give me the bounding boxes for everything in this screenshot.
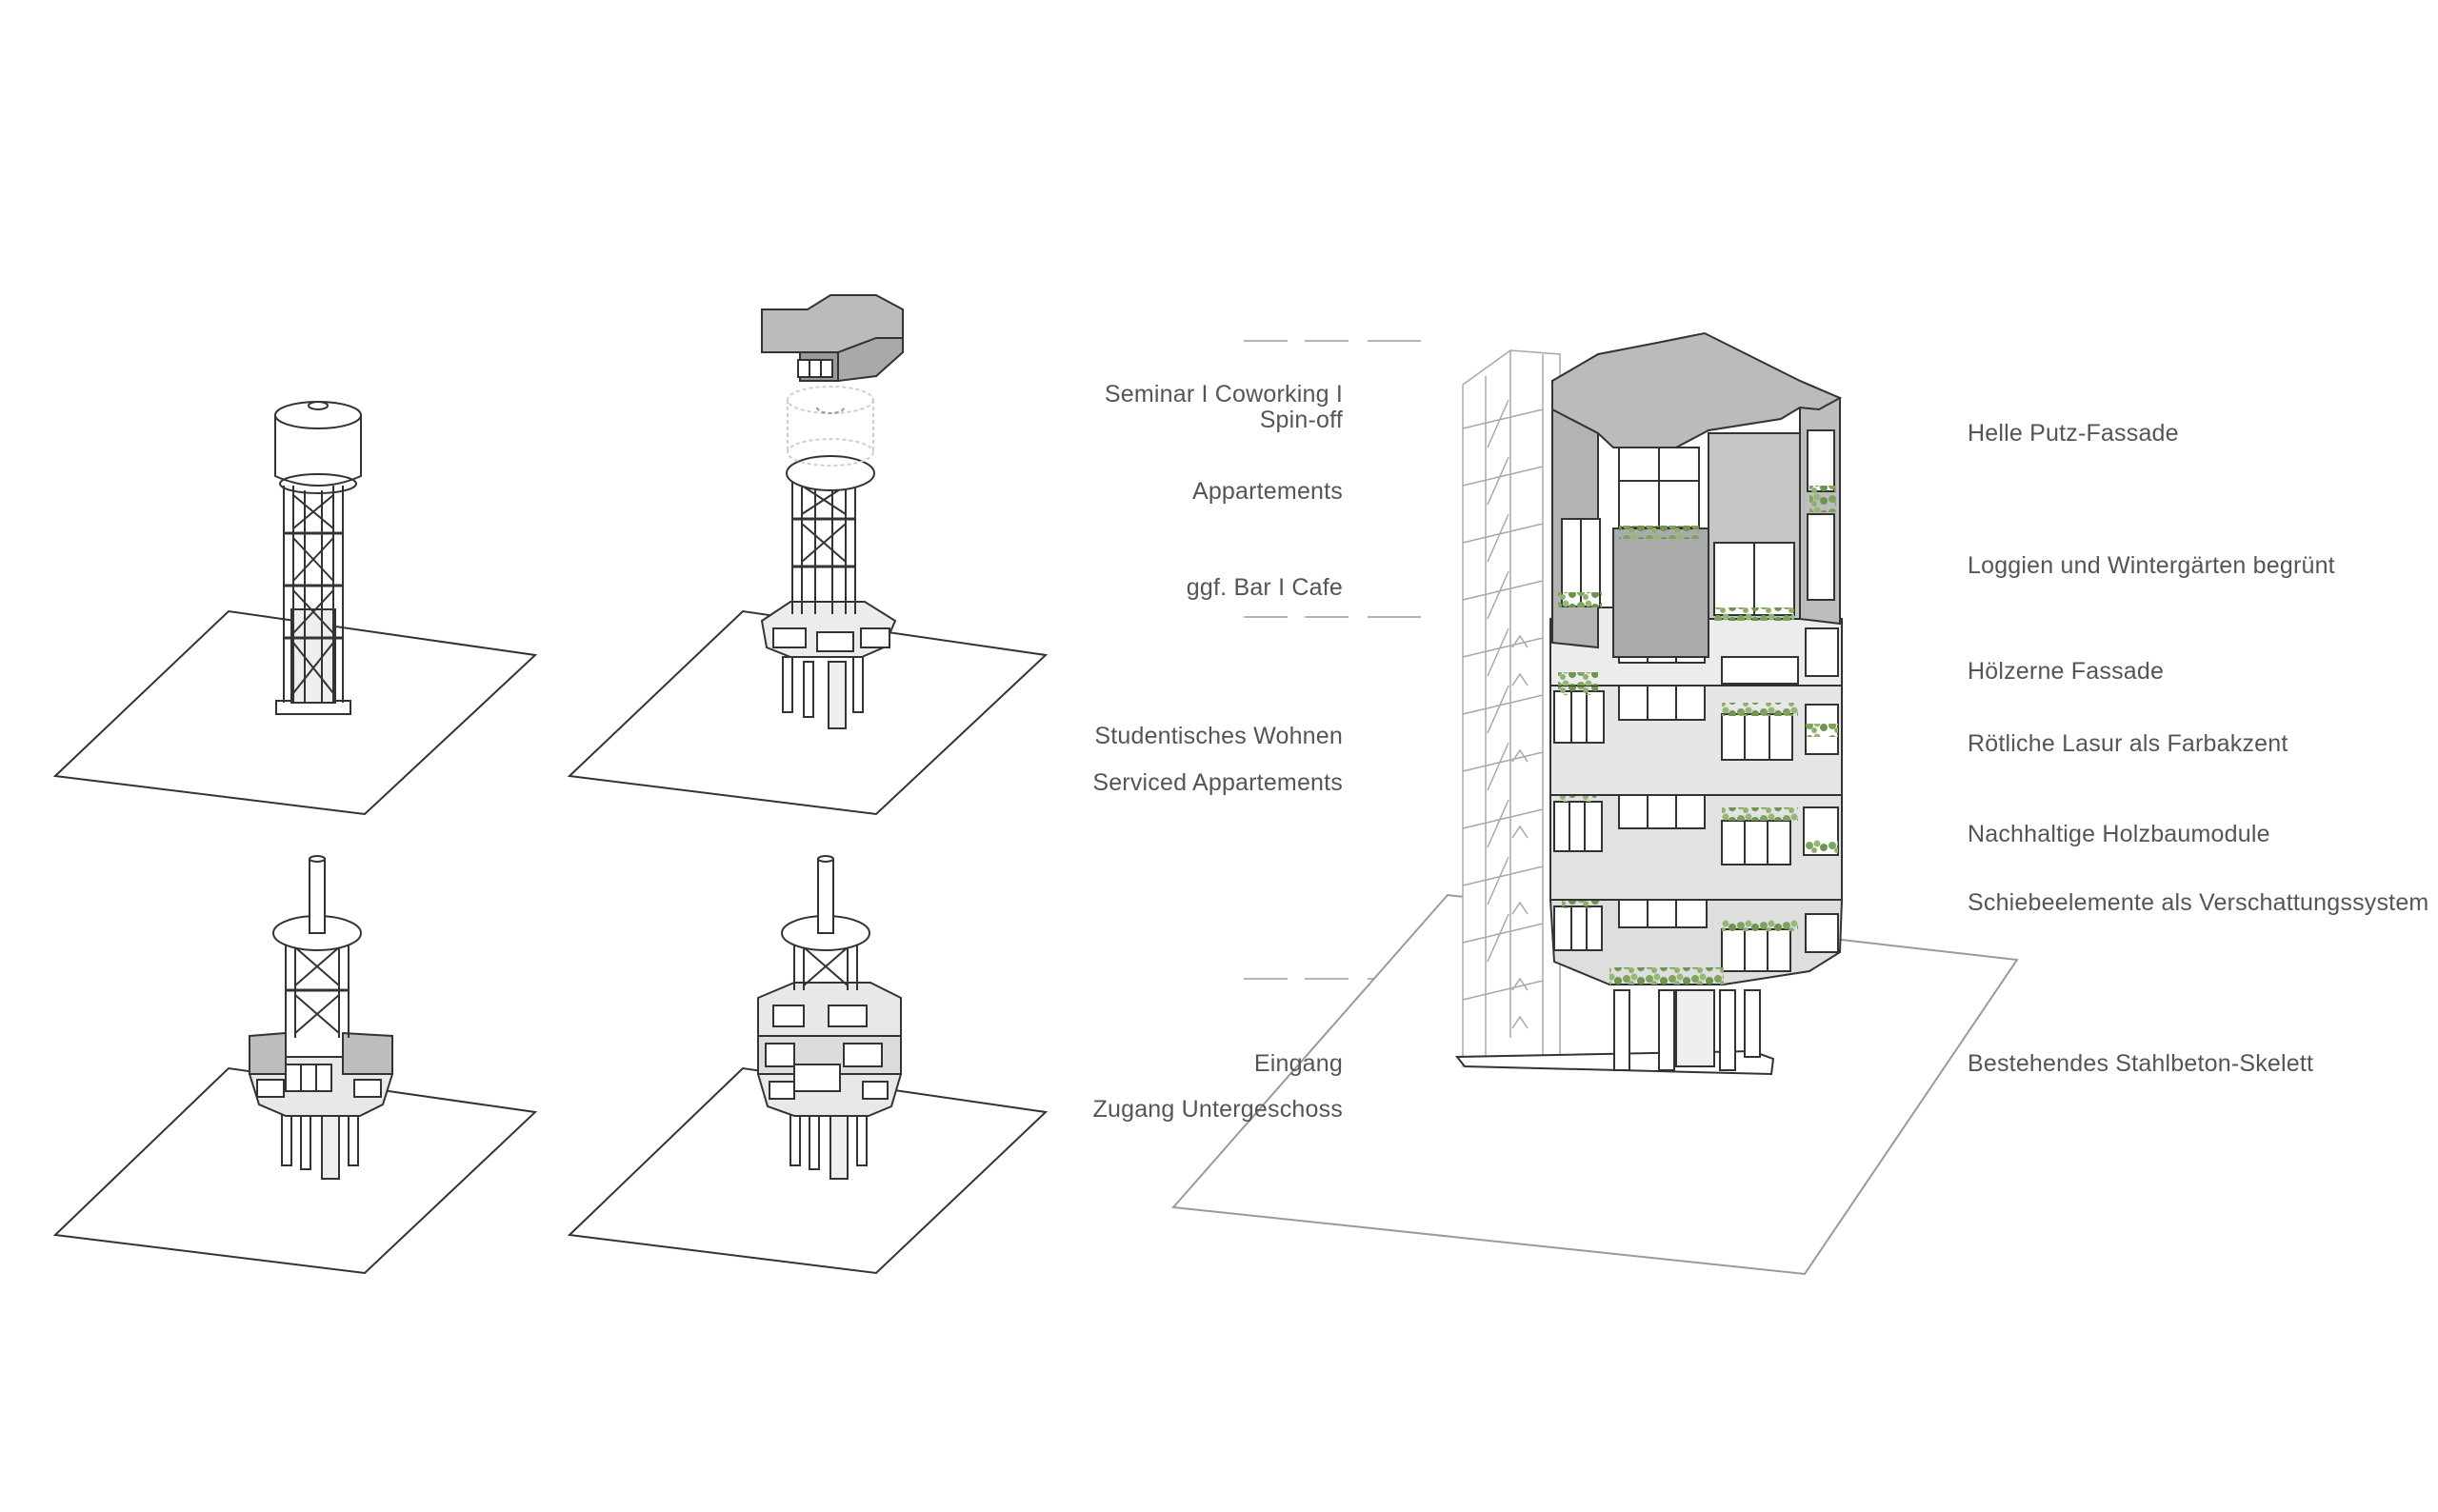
label-seminar-line1: Seminar I Coworking I <box>1104 381 1343 408</box>
water-tank <box>274 401 362 494</box>
concrete-skeleton-base <box>1454 989 1775 1076</box>
module-ring <box>760 601 897 658</box>
stair-skeleton <box>1462 349 1561 1067</box>
plaster-top-volume <box>1551 331 1843 658</box>
label-eingang: Eingang <box>1253 1050 1343 1077</box>
label-appartements: Appartements <box>1191 478 1343 505</box>
label-holzbaumodule: Nachhaltige Holzbaumodule <box>1968 821 2270 847</box>
module-ring <box>248 1031 394 1117</box>
cross-roof-module <box>761 294 904 383</box>
tower-frame <box>791 476 856 614</box>
label-loggien: Loggien und Wintergärten begrünt <box>1968 552 2335 579</box>
timber-module-stack <box>1549 607 1844 985</box>
tower-frame <box>285 938 350 1038</box>
label-bar-cafe: ggf. Bar I Cafe <box>1186 574 1343 601</box>
site-plane <box>52 1066 538 1275</box>
label-roetliche-lasur: Rötliche Lasur als Farbakzent <box>1968 730 2288 757</box>
main-site-plane <box>1170 893 2019 1276</box>
label-helle-putz-fassade: Helle Putz-Fassade <box>1968 420 2179 447</box>
tower-frame <box>283 486 344 703</box>
circulation-core <box>309 858 326 934</box>
diagram-original-water-tower <box>52 401 538 816</box>
label-zugang-untergeschoss: Zugang Untergeschoss <box>1092 1096 1343 1123</box>
label-stahlbeton-skelett: Bestehendes Stahlbeton-Skelett <box>1968 1050 2314 1077</box>
level-markers <box>1244 340 1421 980</box>
removed-tank-ghost <box>787 386 874 467</box>
label-schiebeelemente: Schiebeelemente als Verschattungssystem <box>1968 889 2429 916</box>
circulation-core <box>817 858 834 934</box>
label-hoelzerne-fassade: Hölzerne Fassade <box>1968 658 2165 685</box>
diagram-exploded-addition <box>567 294 1049 816</box>
diagram-stacked-modules <box>567 855 1049 1275</box>
label-serviced-appartements: Serviced Appartements <box>1092 769 1343 796</box>
diagram-first-modules <box>52 855 538 1275</box>
module-stack <box>756 982 903 1117</box>
label-studentisches-wohnen: Studentisches Wohnen <box>1094 723 1343 749</box>
main-axonometric <box>1170 331 2019 1276</box>
site-plane <box>567 1066 1049 1275</box>
label-seminar-line2: Spin-off <box>1259 407 1343 433</box>
